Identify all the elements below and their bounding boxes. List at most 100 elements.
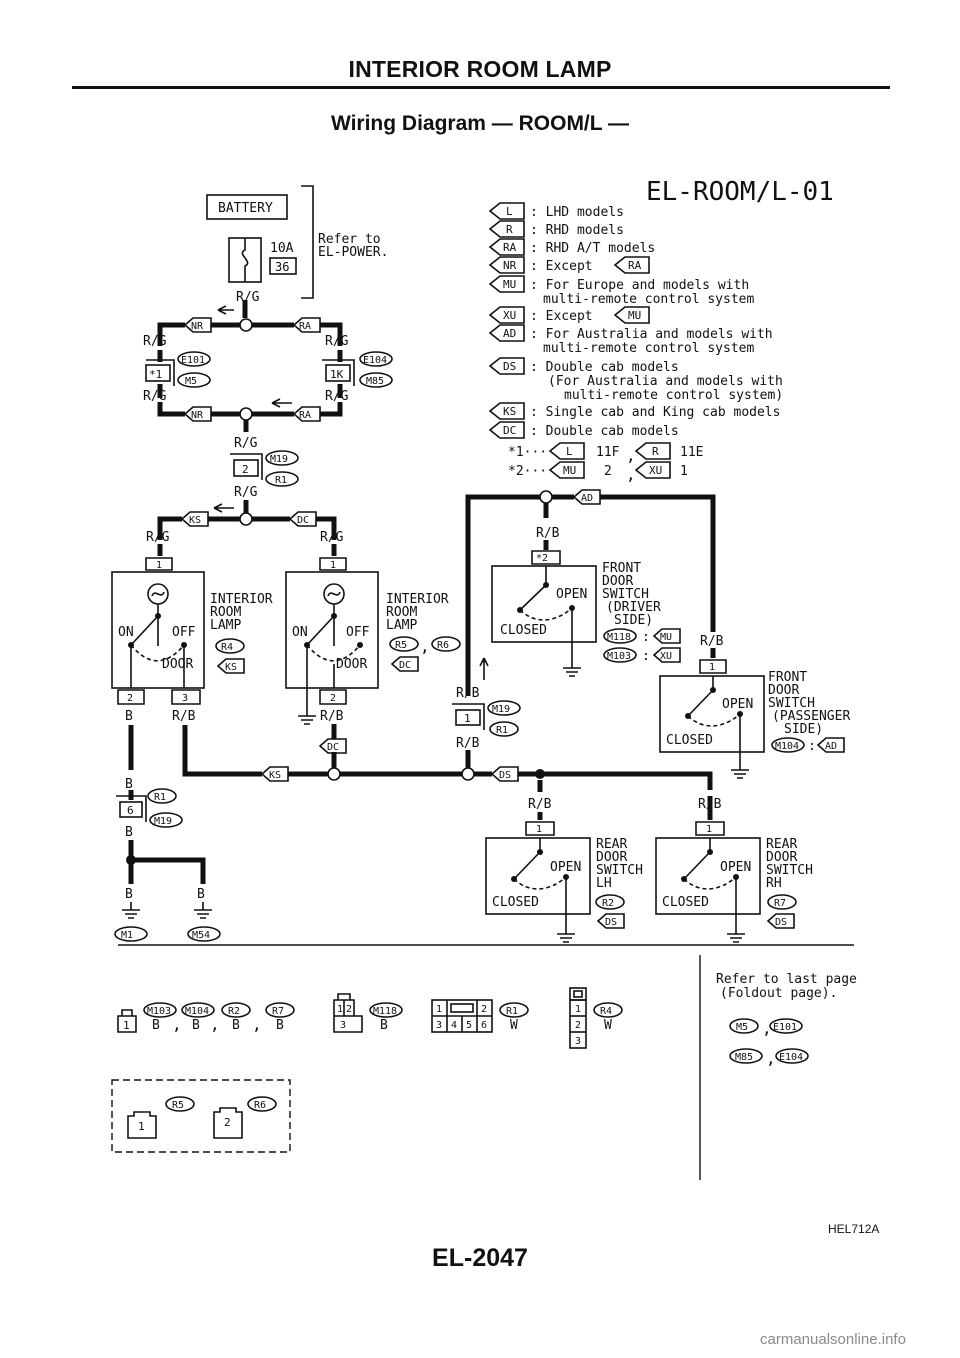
svg-text:M54: M54 [192,930,210,941]
splice-point [461,767,475,781]
conn-m104-view [181,1002,215,1018]
svg-text:,: , [762,1019,772,1038]
svg-text:M19: M19 [492,704,510,715]
legend-row-nr: NR : Except RA [488,256,650,274]
conn-r5 [389,636,419,652]
svg-text:R/G: R/G [234,436,258,451]
svg-text:3: 3 [575,1036,581,1047]
svg-text:CLOSED: CLOSED [500,623,547,638]
svg-text:DS: DS [605,917,617,928]
conn-m19-r1-box [233,459,259,477]
svg-text:E104: E104 [779,1052,803,1063]
svg-text:W: W [604,1018,612,1033]
svg-text:: For Australia and models wit: : For Australia and models with [530,327,773,342]
connector-views: 1 M103 B , M104 B , R2 B , R7 B 1 2 3 M1… [111,987,623,1153]
legend-row-dc: DC : Double cab models [488,421,679,439]
tag-xu-1 [652,647,681,663]
svg-text:MU: MU [503,278,516,291]
conn-m1 [114,926,148,942]
ground-icon [557,933,575,943]
svg-text:KS: KS [503,405,516,418]
svg-text:1: 1 [680,464,688,479]
svg-text:: Except: : Except [530,309,593,324]
splice-point [239,407,253,421]
svg-text:4: 4 [451,1020,457,1031]
tag-shape [613,306,650,324]
svg-text:,: , [252,1015,262,1034]
power-bracket [301,185,314,299]
tag-shape [613,256,650,274]
conn-e101 [177,351,211,367]
svg-text:R2: R2 [602,898,614,909]
svg-text:M118: M118 [607,632,631,643]
svg-text:FRONT: FRONT [768,670,807,685]
svg-text:(Foldout page).: (Foldout page). [720,986,837,1001]
wires: NR RA R/G *1 R/G E101 M5 R/G 1K R/G E104… [143,300,393,540]
svg-text:R/G: R/G [143,389,167,404]
tag-shape [488,421,525,439]
svg-text:3: 3 [340,1020,346,1031]
svg-text:R6: R6 [437,640,449,651]
svg-text:R/G: R/G [234,485,258,500]
refer-power-1: Refer to [318,232,381,247]
svg-text:DOOR: DOOR [596,850,627,865]
svg-text:AD: AD [825,741,837,752]
battery-box [206,194,288,220]
conn-m85 [359,372,393,388]
svg-text:(DRIVER: (DRIVER [606,600,661,615]
svg-text:*2···: *2··· [508,464,547,479]
svg-text:M5: M5 [185,376,197,387]
legend: L : LHD models R : RHD models RA : RHD A… [488,202,783,484]
svg-text:DOOR: DOOR [766,850,797,865]
battery-label: BATTERY [218,201,273,216]
svg-text:MU: MU [660,632,672,643]
conn-r7-view [265,1002,295,1018]
svg-text:M5: M5 [736,1022,748,1033]
svg-text:FRONT: FRONT [602,561,641,576]
svg-text:multi-remote control system: multi-remote control system [543,341,754,356]
svg-text:SIDE): SIDE) [614,613,653,628]
ground-icon [122,909,140,919]
svg-text:R4: R4 [221,642,233,653]
ground-icon [731,769,749,779]
front-door-switch-driver: R/B *2 OPEN CLOSED FRONT DOOR SWITCH (DR… [491,503,681,677]
svg-text:: Except: : Except [530,259,593,274]
splice-point [327,767,341,781]
svg-text:LAMP: LAMP [210,618,241,633]
svg-text:R/G: R/G [320,530,344,545]
svg-text:RA: RA [628,259,642,272]
svg-text:multi-remote control system: multi-remote control system [543,292,754,307]
fuse-amperage: 10A [270,241,294,256]
page-number: EL-2047 [432,1244,528,1272]
svg-text:SWITCH: SWITCH [602,587,649,602]
tag-ds-3 [766,913,795,929]
conn-e104-ref [775,1048,809,1064]
svg-text:1: 1 [330,560,336,571]
svg-text:1: 1 [575,1004,581,1015]
svg-text:2: 2 [604,464,612,479]
svg-text:RA: RA [299,321,311,332]
tag-ad-2 [816,737,845,753]
svg-text:B: B [192,1018,200,1033]
tag-shape [634,461,671,479]
svg-text:LAMP: LAMP [386,618,417,633]
current-arrow [213,503,234,513]
svg-text:INTERIOR: INTERIOR [386,592,449,607]
conn-m19-top [265,450,299,466]
svg-text:XU: XU [660,651,672,662]
current-arrow [271,398,292,408]
legend-row-ad: AD : For Australia and models with multi… [488,324,773,356]
svg-text:R6: R6 [254,1100,266,1111]
conn-r5-view [165,1096,195,1112]
tag-shape [488,275,525,293]
interior-room-lamp-r4: R/G 1 ON OFF DOOR 2 3 INTERIOR ROOM LAMP… [111,530,273,724]
diagram-title: Wiring Diagram — ROOM/L — [330,112,630,135]
watermark: carmanualsonline.info [760,1331,906,1348]
svg-text:1K: 1K [330,368,344,381]
legend-row-ds: DS : Double cab models (For Australia an… [488,357,783,403]
svg-text:M19: M19 [154,816,172,827]
ground-icon [563,667,581,677]
interior-room-lamp-r5-r6: R/G 1 ON OFF DOOR 2 INTERIOR ROOM LAMP R… [285,530,461,754]
svg-text:OPEN: OPEN [720,860,751,875]
